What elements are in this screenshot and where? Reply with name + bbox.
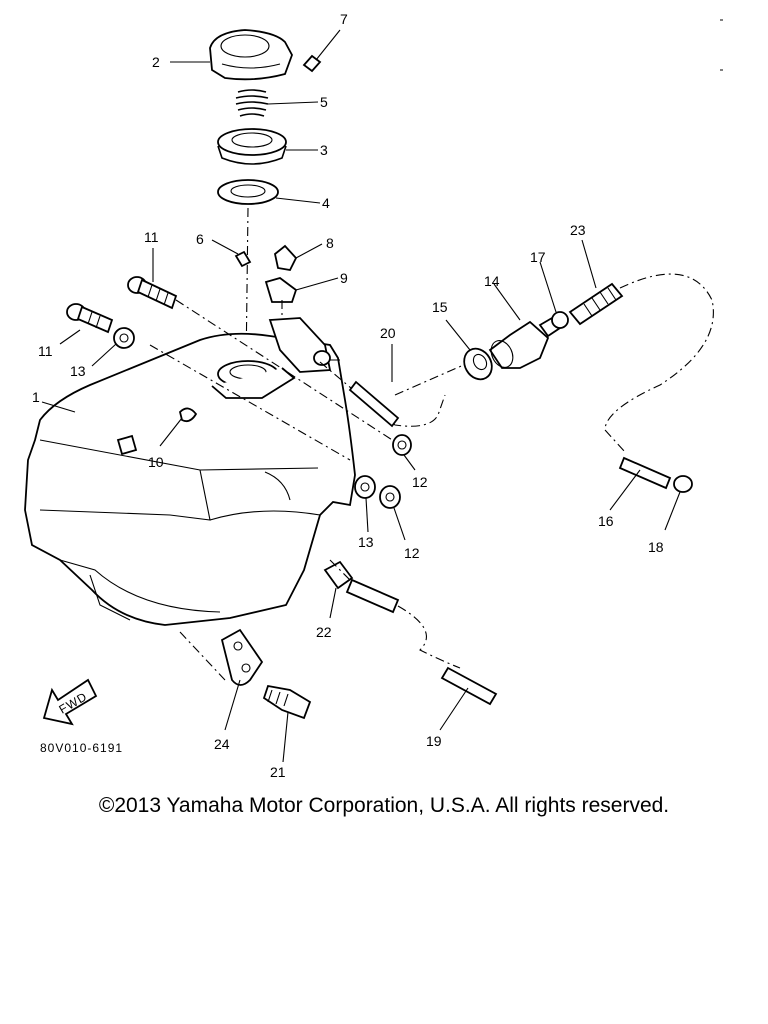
bolt-21: [262, 684, 312, 720]
callout-8: 8: [326, 235, 334, 251]
callout-22: 22: [316, 624, 332, 640]
fuel-tank: [24, 332, 356, 626]
hose-upper: [345, 578, 400, 614]
washer-12-upper: [392, 434, 412, 456]
cap-seat: [217, 128, 287, 165]
washer-13-lower: [354, 475, 376, 499]
bolt-lower: [66, 303, 114, 334]
callout-3: 3: [320, 142, 328, 158]
cap-gasket: [217, 179, 279, 205]
callout-12-lower: 12: [404, 545, 420, 561]
fitting-23: [568, 282, 624, 326]
callout-21: 21: [270, 764, 286, 780]
callout-24: 24: [214, 736, 230, 752]
callout-17: 17: [530, 249, 546, 265]
tank-cap: [209, 29, 293, 81]
fitting-mount: [268, 317, 332, 373]
tank-filler-neck: [211, 360, 296, 399]
callout-6: 6: [196, 231, 204, 247]
small-pin: [234, 250, 252, 268]
hose-19: [440, 666, 498, 706]
callout-23: 23: [570, 222, 586, 238]
callout-16: 16: [598, 513, 614, 529]
callout-1: 1: [32, 389, 40, 405]
tank-grommet: [116, 434, 138, 456]
washer-13-upper: [113, 327, 135, 349]
callout-20: 20: [380, 325, 396, 341]
cap-spring: [235, 89, 269, 117]
callout-13-upper: 13: [70, 363, 86, 379]
callout-18: 18: [648, 539, 664, 555]
tank-hole-clip: [179, 407, 198, 423]
callout-13-lower: 13: [358, 534, 374, 550]
callout-11-upper: 11: [144, 229, 159, 245]
drawing-code: 80V010-6191: [40, 741, 123, 755]
bolt-upper: [127, 276, 178, 310]
seal-15: [463, 347, 493, 381]
clip-bracket: [274, 244, 298, 271]
callout-14: 14: [484, 273, 500, 289]
callout-5: 5: [320, 94, 328, 110]
copyright-notice: ©2013 Yamaha Motor Corporation, U.S.A. A…: [98, 794, 670, 817]
fuel-cock-14: [488, 316, 562, 369]
callout-10: 10: [148, 454, 164, 470]
clip-17: [551, 311, 569, 329]
hose-16: [618, 456, 672, 490]
washer-12-lower: [379, 485, 401, 509]
callout-4: 4: [322, 195, 330, 211]
hose-20: [348, 380, 400, 428]
callout-2: 2: [152, 54, 160, 70]
clamp-18: [673, 475, 693, 493]
callout-15: 15: [432, 299, 448, 315]
callout-11-lower: 11: [38, 343, 53, 359]
callout-19: 19: [426, 733, 442, 749]
bracket-24: [220, 628, 264, 686]
fwd-arrow: FWD: [42, 678, 98, 726]
callout-12-upper: 12: [412, 474, 428, 490]
exploded-parts-diagram: FWD 2 7 5 3 4 6 8 9 11 11: [24, 11, 723, 780]
callout-9: 9: [340, 270, 348, 286]
callout-7: 7: [340, 11, 348, 27]
clamp-22: [323, 560, 354, 590]
leader-lines: [41, 29, 681, 763]
